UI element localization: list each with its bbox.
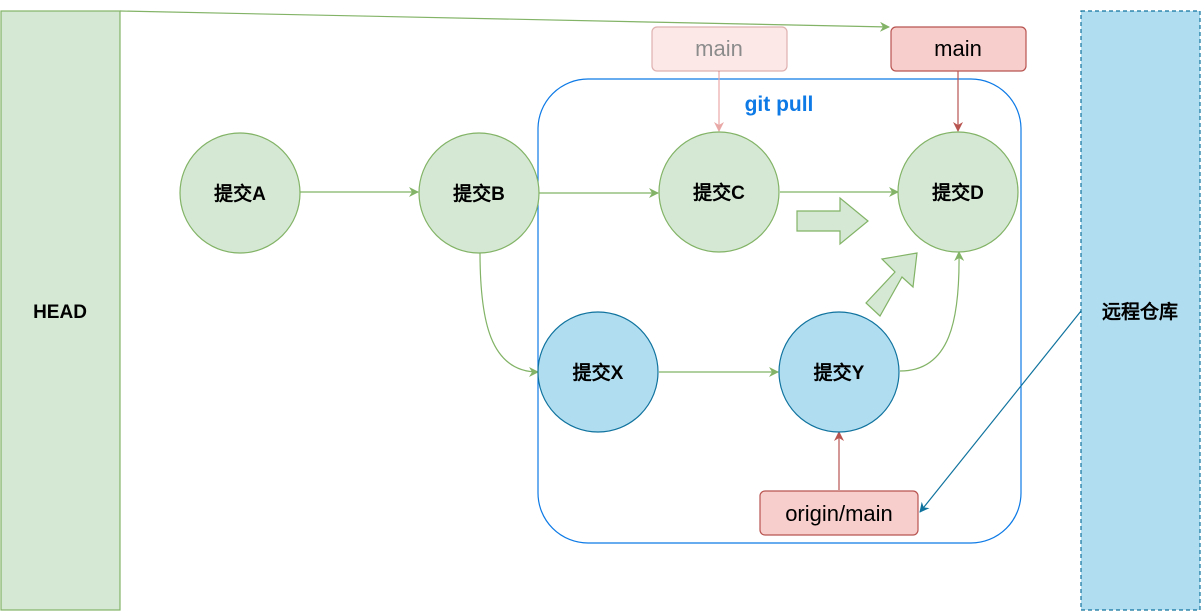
branch-main-old-label: main bbox=[695, 36, 743, 61]
git-pull-label: git pull bbox=[745, 93, 814, 116]
branch-origin-main: origin/main bbox=[759, 490, 919, 536]
commit-b: 提交B bbox=[418, 132, 540, 254]
commit-c-label: 提交C bbox=[693, 181, 745, 204]
edge-remote-to-origin-main bbox=[919, 310, 1082, 513]
commit-c: 提交C bbox=[658, 131, 780, 253]
head-label: HEAD bbox=[33, 302, 87, 323]
remote-repo-label: 远程仓库 bbox=[1102, 300, 1178, 323]
remote-repo-box: 远程仓库 bbox=[1080, 10, 1201, 611]
branch-main-old: main bbox=[651, 26, 788, 72]
commit-b-label: 提交B bbox=[453, 182, 505, 205]
head-to-main-edge bbox=[119, 10, 890, 32]
commit-d-label: 提交D bbox=[932, 181, 984, 204]
branch-origin-main-label: origin/main bbox=[785, 501, 893, 526]
commit-y: 提交Y bbox=[778, 311, 900, 433]
head-box: HEAD bbox=[0, 10, 121, 611]
block-arrow-up-right bbox=[865, 252, 918, 317]
block-arrow-right bbox=[796, 196, 869, 246]
git-pull-group: git pull bbox=[537, 78, 1022, 544]
commit-x: 提交X bbox=[537, 311, 659, 433]
commit-y-label: 提交Y bbox=[814, 361, 865, 384]
commit-a: 提交A bbox=[179, 132, 301, 254]
commit-x-label: 提交X bbox=[573, 361, 624, 384]
commit-a-label: 提交A bbox=[214, 182, 266, 205]
edge-b-x bbox=[479, 251, 539, 377]
edge-y-d bbox=[899, 251, 965, 372]
branch-main-new-label: main bbox=[934, 36, 982, 61]
commit-d: 提交D bbox=[897, 131, 1019, 253]
branch-main-new: main bbox=[890, 26, 1027, 72]
